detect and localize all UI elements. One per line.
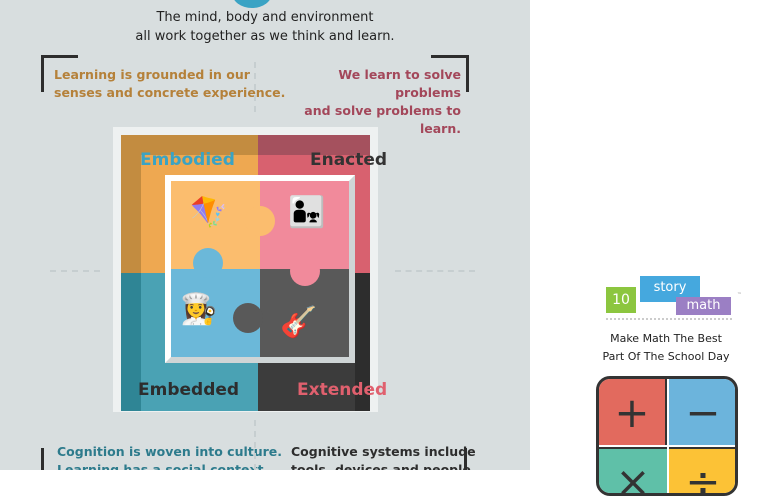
puzzle-knob [245,206,275,236]
quote-line: We learn to solve problems [338,67,461,100]
logo-ruler [606,318,732,320]
minus-icon: − [669,379,735,445]
quote-extended: Cognitive systems include tools, devices… [291,443,476,470]
tagline: Part Of The School Day [602,350,730,363]
puzzle-inner [165,175,355,363]
quote-line: Learning is grounded in our [54,67,250,82]
quote-line: and solve problems to learn. [304,103,461,136]
quote-embedded: Cognition is woven into culture. Learnin… [57,443,282,470]
teacher-student-icon: 👨‍👧 [288,195,326,230]
label-embodied: Embodied [140,150,235,170]
title-decoration [232,0,272,8]
logo-tm: ™ [737,292,742,298]
divider [254,420,256,470]
divider [395,270,475,272]
intro-text: The mind, body and environment all work … [100,8,430,46]
intro-line: all work together as we think and learn. [135,29,395,44]
puzzle-knob [290,256,320,286]
kite-family-icon: 🪁 [190,195,228,230]
puzzle-knob [233,303,263,333]
bracket [431,55,469,92]
label-enacted: Enacted [310,150,388,170]
bracket [41,448,67,470]
quote-enacted: We learn to solve problems and solve pro… [276,66,461,138]
tagline: Make Math The Best [610,332,722,345]
quote-line: tools, devices and people. [291,462,476,470]
infographic-panel: The mind, body and environment all work … [0,0,530,470]
quote-line: senses and concrete experience. [54,85,286,100]
quote-line: Cognition is woven into culture. [57,444,283,459]
label-embedded: Embedded [138,380,240,400]
divider [254,62,256,112]
intro-line: The mind, body and environment [156,10,374,25]
quote-line: Learning has a social context. [57,462,269,470]
divider [50,270,100,272]
logo-math: math [676,297,731,315]
logo-num: 10 [606,287,636,313]
quote-line: Cognitive systems include [291,444,476,459]
calculator-graphic: + − × ÷ [596,376,738,496]
label-extended: Extended [297,380,388,400]
quote-embodied: Learning is grounded in our senses and c… [54,66,285,102]
divide-icon: ÷ [669,447,735,493]
chefs-cooking-icon: 👩‍🍳 [180,292,218,327]
plus-icon: + [599,379,667,445]
guitar-lesson-icon: 🎸 [280,305,318,340]
piece-enacted [260,181,349,269]
times-icon: × [599,447,667,493]
bracket [441,448,467,470]
puzzle-knob [193,248,223,278]
bracket [41,55,78,92]
